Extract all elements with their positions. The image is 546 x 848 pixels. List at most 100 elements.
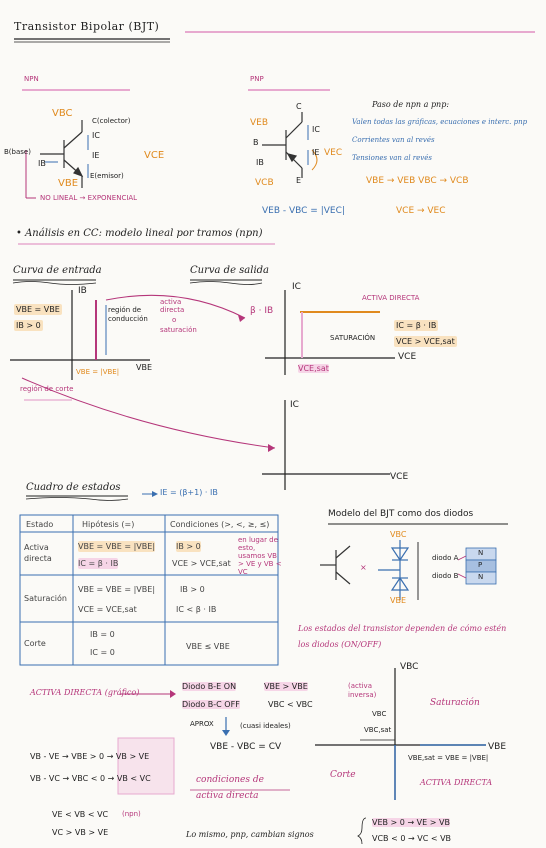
conversion-line-1: Valen todas las gráficas, ecuaciones e i… bbox=[352, 118, 528, 126]
output-vce-sat: VCE,sat bbox=[298, 364, 329, 373]
eq-2: VB - VC → VBC < 0 → VB < VC bbox=[30, 774, 151, 783]
states-table-grid bbox=[19, 514, 279, 666]
diode-model-transistor bbox=[320, 545, 351, 585]
input-ib-axis: IB bbox=[78, 286, 87, 296]
table-row-active-note: en lugar de esto, usamos VB > VE y VB < … bbox=[238, 536, 282, 576]
two-diodes-symbol bbox=[378, 540, 410, 600]
input-cond-2: IB > 0 bbox=[14, 320, 43, 331]
table-row-saturation-state: Saturación bbox=[24, 594, 67, 603]
state-vbc-axis: VBC bbox=[400, 662, 419, 672]
table-row-active-hyp-2: IC = β · IB bbox=[78, 558, 119, 569]
approx-label: APROX bbox=[190, 720, 214, 728]
pnp-ic: IC bbox=[312, 125, 320, 134]
conversion-title: Paso de npn a pnp: bbox=[372, 100, 450, 109]
active-graphic-label: ACTIVA DIRECTA (gráfico) bbox=[30, 688, 140, 697]
input-active: activa directa bbox=[160, 298, 185, 314]
table-row-active-state: Activa directa bbox=[24, 543, 52, 563]
npn-tag: (npn) bbox=[122, 810, 141, 818]
table-row-cutoff-cond-1: VBE ≤ VBE bbox=[186, 642, 230, 651]
npn-ic: IC bbox=[92, 131, 100, 140]
conversion-line-2: Corrientes van al revés bbox=[352, 136, 435, 144]
state-vbe-axis: VBE bbox=[488, 742, 507, 752]
npn-ie: IE bbox=[92, 151, 100, 160]
pnp-relation: VEB - VBC = |VEC| bbox=[262, 206, 345, 216]
diode-be-on: Diodo B-E ON bbox=[182, 682, 237, 691]
input-saturation: saturación bbox=[160, 326, 197, 334]
table-row-saturation-hyp-2: VCE = VCE,sat bbox=[78, 605, 137, 614]
pnp-c: C bbox=[296, 102, 302, 111]
npn-transistor-symbol bbox=[40, 120, 84, 188]
ineq-2: VC > VB > VE bbox=[52, 828, 109, 837]
state-vbc-sat: VBC,sat bbox=[364, 726, 392, 734]
output-cond-2: VCE > VCE,sat bbox=[394, 336, 457, 347]
input-vbe-mark: VBE = |VBE| bbox=[76, 368, 120, 376]
layer-n-1: N bbox=[478, 549, 484, 557]
diode-bc-off: Diodo B-C OFF bbox=[182, 700, 240, 709]
input-region-conduction: región de conducción bbox=[108, 306, 148, 323]
diode-a-label: diodo A bbox=[432, 554, 459, 562]
table-row-active-hyp-1: VBE = VBE = |VBE| bbox=[78, 541, 156, 552]
states-table-title: Cuadro de estados bbox=[26, 482, 121, 493]
pnp-veb-top: VEB bbox=[250, 118, 269, 128]
state-active: ACTIVA DIRECTA bbox=[420, 778, 493, 787]
page-title: Transistor Bipolar (BJT) bbox=[14, 20, 160, 33]
pnp-e: E bbox=[296, 176, 302, 185]
states-relation: IE = (β+1) · IB bbox=[160, 488, 218, 497]
vbe-vbc-eq: VBE - VBC = CV bbox=[210, 742, 282, 752]
pnp-vcb: VCB bbox=[255, 178, 274, 188]
output-ic-axis: IC bbox=[292, 282, 301, 292]
npn-base: B(base) bbox=[4, 148, 31, 156]
output-saturation: SATURACIÓN bbox=[330, 334, 376, 342]
diode-model-title: Modelo del BJT como dos diodos bbox=[328, 509, 474, 519]
state-cutoff: Corte bbox=[330, 770, 356, 780]
table-row-active-cond-2: VCE > VCE,sat bbox=[172, 559, 231, 568]
table-header-conditions: Condiciones (>, <, ≥, ≤) bbox=[170, 520, 270, 529]
state-vbc-label: VBC bbox=[372, 710, 387, 718]
ineq-1: VE < VB < VC bbox=[52, 810, 109, 819]
output-active: ACTIVA DIRECTA bbox=[362, 294, 420, 302]
state-reverse: (activa inversa) bbox=[348, 682, 377, 699]
npn-label: NPN bbox=[24, 75, 39, 83]
table-row-saturation-hyp-1: VBE = VBE = |VBE| bbox=[78, 585, 156, 594]
conversion-map-2: VCE → VEC bbox=[396, 206, 446, 216]
table-row-active-cond-1: IB > 0 bbox=[176, 541, 201, 552]
cond-bc: VBC < VBC bbox=[268, 700, 313, 709]
table-header-state: Estado bbox=[26, 520, 54, 529]
third-vce-axis: VCE bbox=[390, 472, 409, 482]
diode-b-label: diodo B bbox=[432, 572, 459, 580]
conversion-map-1: VBE → VEB VBC → VCB bbox=[366, 176, 469, 186]
pnp-vec: VEC bbox=[324, 148, 343, 158]
pnp-ineq-1: VEB > 0 → VE > VB bbox=[372, 818, 450, 827]
input-curve-title: Curva de entrada bbox=[13, 265, 102, 276]
diode-vbe: VBE bbox=[390, 596, 407, 605]
npn-layers-block bbox=[457, 547, 497, 585]
eq-1: VB - VE → VBE > 0 → VB > VE bbox=[30, 752, 150, 761]
state-saturation: Saturación bbox=[430, 698, 480, 708]
state-vbe-eq: VBE,sat = VBE = |VBE| bbox=[408, 754, 489, 762]
input-cutoff: región de corte bbox=[20, 385, 74, 393]
pnp-transistor-symbol bbox=[262, 112, 303, 178]
cond-be: VBE > VBE bbox=[264, 682, 308, 691]
npn-colector: C(colector) bbox=[92, 117, 131, 125]
diode-note-1: Los estados del transistor dependen de c… bbox=[298, 624, 507, 633]
conversion-line-3: Tensiones van al revés bbox=[352, 154, 432, 162]
analysis-title: • Análisis en CC: modelo lineal por tram… bbox=[16, 228, 263, 239]
layer-n-2: N bbox=[478, 573, 484, 581]
table-header-hypothesis: Hipótesis (=) bbox=[82, 520, 135, 529]
table-row-cutoff-hyp-1: IB = 0 bbox=[90, 630, 115, 639]
pnp-ie: IE bbox=[312, 148, 320, 157]
diode-note-2: los diodos (ON/OFF) bbox=[298, 640, 382, 649]
pnp-ineq-2: VCB < 0 → VC < VB bbox=[372, 834, 452, 843]
input-vbe-axis: VBE bbox=[136, 363, 153, 372]
table-row-saturation-cond-1: IB > 0 bbox=[180, 585, 205, 594]
third-ic-axis: IC bbox=[290, 400, 299, 410]
npn-nonlinear-note: NO LINEAL → EXPONENCIAL bbox=[40, 194, 138, 202]
output-curve-title: Curva de salida bbox=[190, 265, 270, 276]
active-conditions: condiciones de activa directa bbox=[196, 775, 264, 801]
pnp-label: PNP bbox=[250, 75, 264, 83]
npn-vbc: VBC bbox=[52, 108, 73, 119]
npn-emisor: E(emisor) bbox=[90, 172, 124, 180]
ideal-label: (cuasi ideales) bbox=[240, 722, 291, 730]
